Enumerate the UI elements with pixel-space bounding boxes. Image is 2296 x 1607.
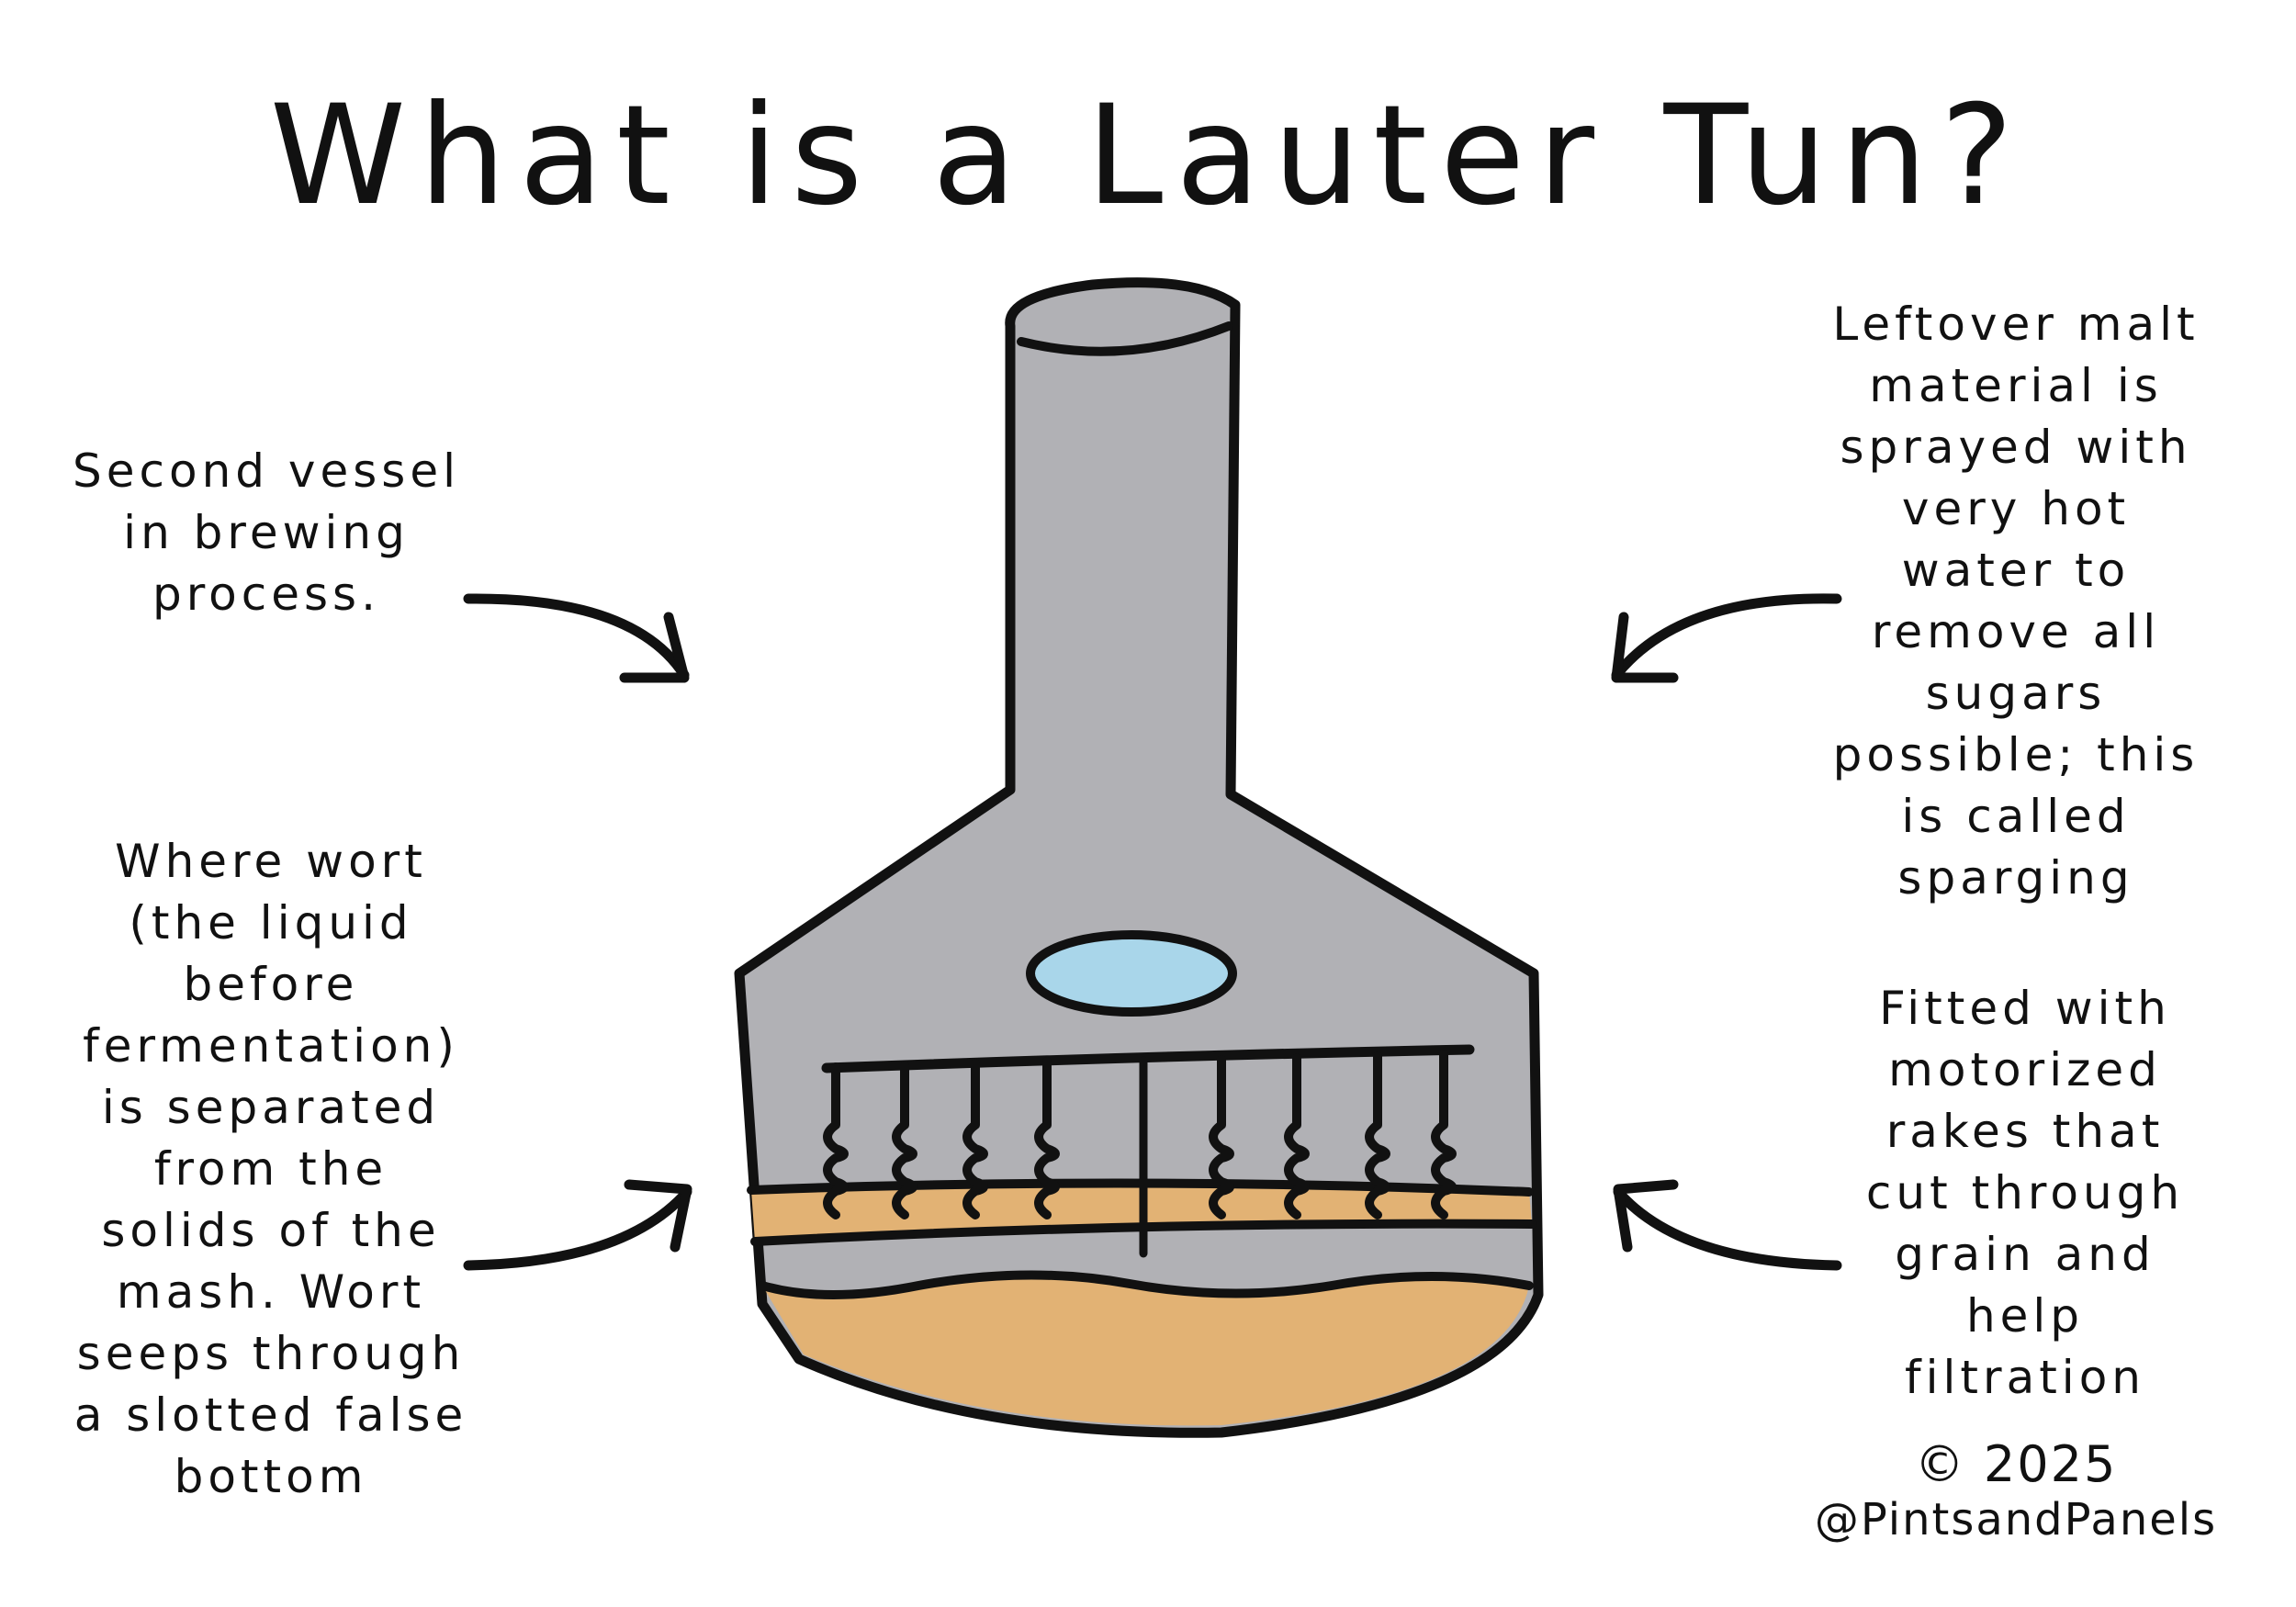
rake-tine [1034, 1057, 1060, 1219]
note-line: process. [152, 568, 381, 621]
note-line: (the liquid [129, 896, 413, 950]
rake-tine [892, 1061, 917, 1219]
arrow-wort-head [624, 1179, 692, 1253]
note-line: Leftover malt [1832, 298, 2200, 351]
note-line: seeps through [76, 1327, 466, 1380]
note-line: is separated [101, 1081, 441, 1134]
note-line: material is [1869, 359, 2163, 412]
grain-bed-surface [758, 1270, 1534, 1299]
note-second-vessel: Second vessel in brewing process. [64, 441, 468, 625]
rake-tine [1209, 1055, 1234, 1219]
note-line: solids of the [101, 1204, 441, 1257]
vessel-neck-rim [1017, 321, 1233, 356]
rake-tine [962, 1059, 988, 1219]
rake-tine [823, 1062, 849, 1219]
note-line: remove all [1871, 605, 2161, 658]
note-line: Fitted with [1879, 982, 2171, 1035]
arrow-second-vessel [463, 593, 690, 680]
note-line: grain and [1895, 1228, 2155, 1281]
note-line: from the [153, 1142, 388, 1196]
note-line: before [183, 958, 359, 1011]
rake-tine [1284, 1053, 1310, 1219]
copyright-text: © 2025 [1914, 1435, 2118, 1493]
rake-tine [1431, 1050, 1457, 1219]
arrow-sparging-head [1611, 612, 1679, 683]
rake-tine [1365, 1051, 1390, 1219]
note-line: mash. Wort [116, 1265, 426, 1319]
note-line: in brewing [123, 506, 410, 559]
arrow-sparging [1611, 593, 1842, 680]
note-line: Second vessel [72, 444, 460, 498]
note-line: fermentation) [83, 1019, 459, 1073]
note-rakes: Fitted with motorized rakes that cut thr… [1818, 978, 2232, 1409]
author-handle: @PintsandPanels [1814, 1494, 2218, 1545]
note-line: filtration [1905, 1351, 2145, 1404]
note-line: possible; this [1832, 728, 2200, 781]
note-line: water to [1901, 544, 2131, 597]
note-line: a slotted false [73, 1388, 468, 1442]
note-line: sprayed with [1840, 421, 2192, 474]
note-line: help [1965, 1289, 2085, 1343]
credit: © 2025 @PintsandPanels [1800, 1437, 2232, 1547]
sight-glass-window [1026, 930, 1237, 1017]
grain-bed [762, 1275, 1529, 1426]
note-line: is called [1901, 790, 2131, 843]
note-line: cut through [1865, 1166, 2185, 1219]
note-line: motorized [1888, 1043, 2162, 1096]
note-line: sugars [1925, 667, 2107, 720]
note-line: rakes that [1885, 1105, 2165, 1158]
arrow-rakes [1613, 1186, 1842, 1271]
note-sparging: Leftover malt material is sprayed with v… [1800, 294, 2232, 909]
arrow-wort [463, 1186, 692, 1271]
arrow-rakes-head [1613, 1179, 1679, 1253]
note-line: bottom [174, 1450, 368, 1503]
note-line: sparging [1897, 851, 2134, 905]
vessel-body [734, 277, 1544, 1438]
note-line: very hot [1901, 482, 2131, 535]
arrow-second-vessel-head [619, 612, 690, 683]
rake-tines [823, 1050, 1457, 1219]
note-line: Where wort [115, 835, 427, 888]
note-wort: Where wort (the liquid before fermentati… [60, 831, 482, 1508]
page-title: What is a Lauter Tun? [269, 76, 2027, 236]
